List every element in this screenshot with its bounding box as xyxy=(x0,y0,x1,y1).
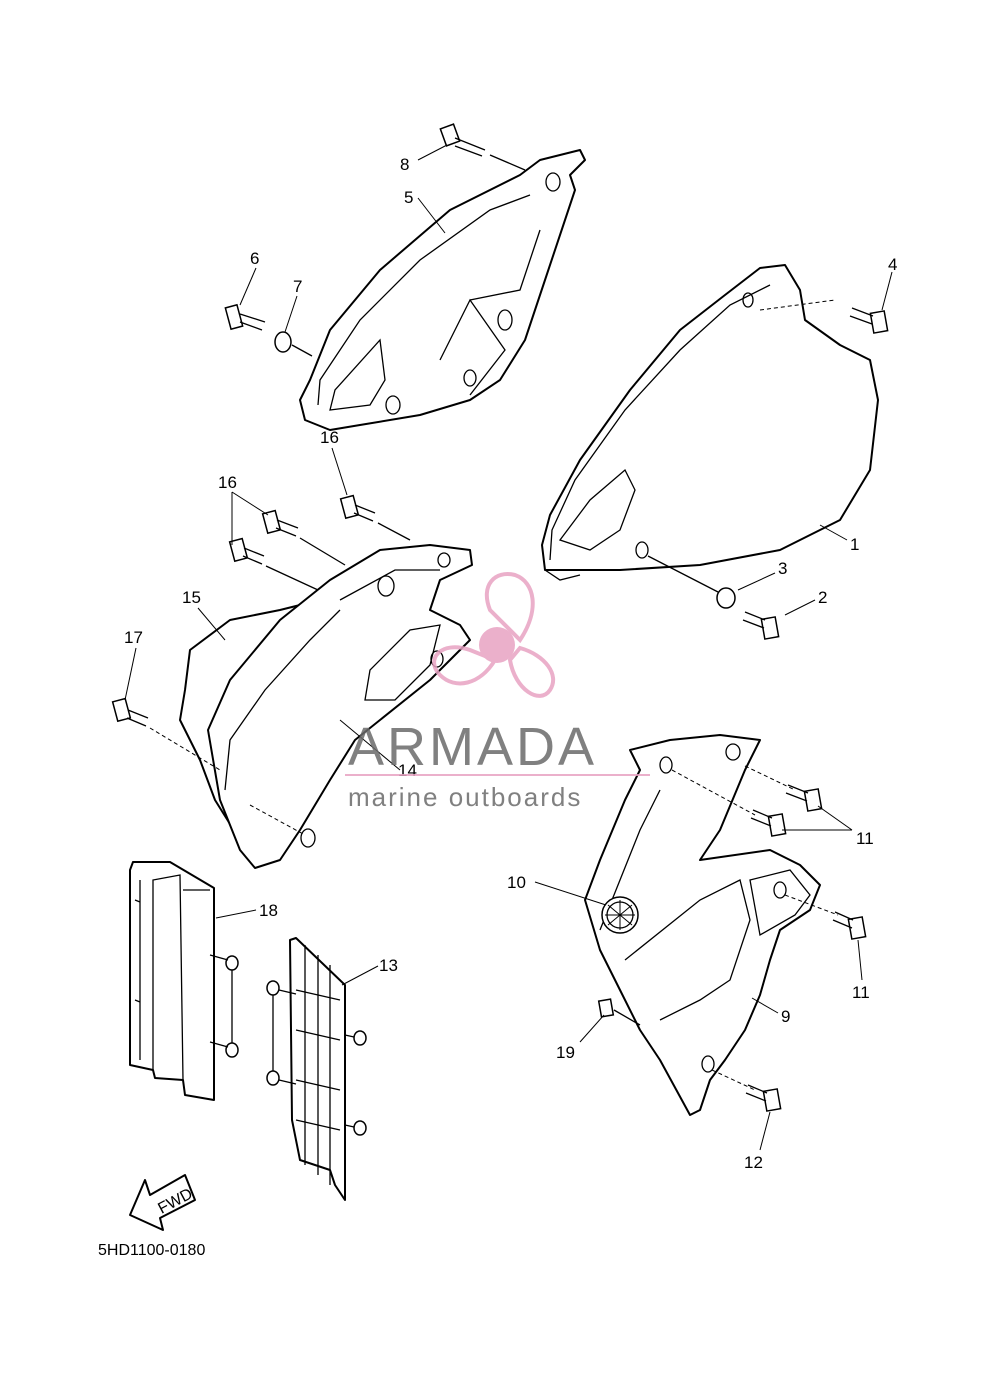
callouts: 8 5 6 7 4 1 3 2 16 16 15 17 14 11 10 18 … xyxy=(124,155,897,1172)
callout-2: 2 xyxy=(818,588,827,607)
bolt-16-lower xyxy=(228,537,319,591)
callout-16-left: 16 xyxy=(218,473,237,492)
callout-11-lower: 11 xyxy=(852,983,870,1002)
callout-7: 7 xyxy=(293,277,302,296)
bolt-16-right xyxy=(339,494,411,541)
part-18-radiator-guard xyxy=(129,861,239,1101)
callout-12: 12 xyxy=(744,1153,763,1172)
bolt-2 xyxy=(742,611,780,640)
watermark-brand: ARMADA xyxy=(348,717,597,777)
bolt-16-upper xyxy=(261,509,346,566)
bolt-17 xyxy=(111,697,221,771)
callout-9: 9 xyxy=(781,1007,790,1026)
part-13-radiator-louver xyxy=(266,937,367,1201)
bolt-11-upper xyxy=(785,784,823,812)
callout-18: 18 xyxy=(259,901,278,920)
callout-13: 13 xyxy=(379,956,398,975)
callout-5: 5 xyxy=(404,188,413,207)
bolt-11-middle xyxy=(750,809,787,837)
part-10-emblem xyxy=(601,896,639,934)
callout-16-right: 16 xyxy=(320,428,339,447)
part-5-side-cover-upper xyxy=(299,149,586,431)
bolt-12 xyxy=(745,1084,782,1112)
part-9-cover-lower xyxy=(584,734,839,1116)
fwd-arrow-icon: FWD xyxy=(129,1174,196,1231)
callout-11-upper: 11 xyxy=(856,829,874,848)
callout-1: 1 xyxy=(850,535,859,554)
callout-6: 6 xyxy=(250,249,259,268)
washer-3 xyxy=(647,555,736,609)
callout-8: 8 xyxy=(400,155,409,174)
callout-19: 19 xyxy=(556,1043,575,1062)
watermark-tagline: marine outboards xyxy=(348,782,582,812)
clip-19 xyxy=(597,998,641,1026)
callout-4: 4 xyxy=(888,255,897,274)
watermark: ARMADA marine outboards xyxy=(345,572,650,812)
part-14-shroud xyxy=(207,544,473,869)
washer-7 xyxy=(274,331,313,357)
callout-17: 17 xyxy=(124,628,143,647)
part-1-side-cover-right xyxy=(541,264,879,581)
callout-3: 3 xyxy=(778,559,787,578)
leader-lines xyxy=(124,144,893,1151)
propeller-icon xyxy=(432,572,556,698)
callout-15: 15 xyxy=(182,588,201,607)
bolt-6 xyxy=(224,303,266,331)
diagram-code: 5HD1100-0180 xyxy=(98,1242,205,1259)
bolt-8 xyxy=(439,123,526,171)
bolt-4 xyxy=(849,307,889,334)
callout-10: 10 xyxy=(507,873,526,892)
bolt-11-lower xyxy=(832,911,867,940)
